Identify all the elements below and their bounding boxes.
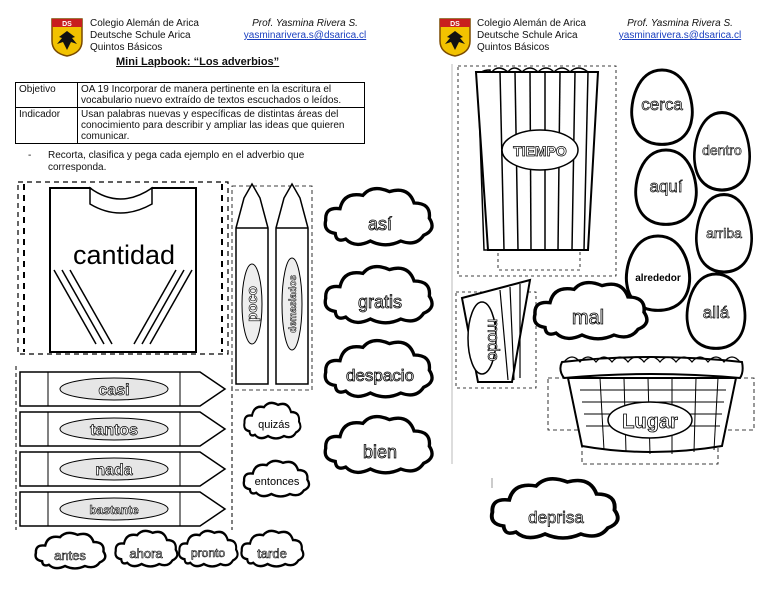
table-row: Indicador Usan palabras nuevas y específ… <box>15 107 365 144</box>
deprisa-cloud: deprisa <box>489 476 620 540</box>
logo-text: DS <box>62 21 72 28</box>
cloud-label-gratis: gratis <box>358 292 402 312</box>
instruction-text: Recorta, clasifica y pega cada ejemplo e… <box>48 150 305 173</box>
teacher-email-link[interactable]: yasminarivera.s@dsarica.cl <box>243 30 367 41</box>
school-line: Deutsche Schule Arica <box>477 30 578 41</box>
objective-table: Objetivo OA 19 Incorporar de manera pert… <box>15 82 365 144</box>
crayon-label-nada: nada <box>95 462 132 479</box>
table-cell-text: Usan palabras nuevas y específicas de di… <box>77 107 365 144</box>
crayon-label-bastante: bastante <box>89 503 139 517</box>
egg-label-aqui: aquí <box>649 177 682 196</box>
category-label-modo: modo <box>484 319 503 362</box>
bullet-dash: - <box>28 150 32 161</box>
school-logo: DS <box>439 18 471 57</box>
school-line: Quintos Básicos <box>90 42 163 53</box>
cloud-label-tarde: tarde <box>257 546 287 561</box>
tiempo-box: TIEMPO <box>457 65 617 277</box>
big-clouds: así gratis despacio bien <box>323 186 434 475</box>
school-line: Colegio Alemán de Arica <box>90 18 199 29</box>
cloud-label-bien: bien <box>363 442 397 462</box>
school-line: Deutsche Schule Arica <box>90 30 191 41</box>
egg-label-cerca: cerca <box>641 95 683 114</box>
mid-clouds: quizás entonces <box>242 401 311 498</box>
teacher-email-link[interactable]: yasminarivera.s@dsarica.cl <box>618 30 742 41</box>
cloud-label-ahora: ahora <box>129 546 163 561</box>
crayon-label-casi: casi <box>98 382 129 399</box>
egg-label-alla: allá <box>703 303 730 322</box>
lugar-basket: Lugar <box>547 356 755 465</box>
cloud-label-entonces: entonces <box>255 476 300 488</box>
instruction: - Recorta, clasifica y pega cada ejemplo… <box>28 150 322 174</box>
teacher-name: Prof. Yasmina Rivera S. <box>252 18 358 29</box>
school-name-block: Colegio Alemán de Arica Deutsche Schule … <box>477 18 586 54</box>
egg-label-alrededor: alrededor <box>635 273 681 284</box>
cloud-label-asi: así <box>368 214 392 234</box>
school-logo: DS <box>51 18 83 57</box>
crayon-label-tantos: tantos <box>90 422 138 439</box>
small-clouds: antes ahora pronto tarde <box>34 529 305 570</box>
crayon-label-poco: poco <box>244 286 261 322</box>
modo-cup: modo <box>455 278 537 389</box>
logo-text: DS <box>450 21 460 28</box>
horizontal-crayons: casi tantos nada bastante <box>15 366 233 530</box>
table-row: Objetivo OA 19 Incorporar de manera pert… <box>15 82 365 108</box>
cloud-label-deprisa: deprisa <box>528 508 584 527</box>
school-line: Colegio Alemán de Arica <box>477 18 586 29</box>
cloud-label-despacio: despacio <box>346 366 414 385</box>
table-cell-label: Indicador <box>15 107 78 144</box>
eggs: cerca dentro aquí arriba alrededor allá <box>624 68 754 350</box>
cloud-label-pronto: pronto <box>191 546 225 560</box>
cloud-label-quizas: quizás <box>258 419 290 431</box>
cloud-label-mal: mal <box>572 307 604 329</box>
crayon-label-demasiados: demasiados <box>288 275 299 333</box>
vertical-crayons: poco demasiados <box>231 182 313 391</box>
mal-cloud: mal <box>532 280 649 341</box>
cloud-label-antes: antes <box>54 548 86 563</box>
teacher-name: Prof. Yasmina Rivera S. <box>627 18 733 29</box>
category-label-tiempo: TIEMPO <box>513 143 567 159</box>
category-label-lugar: Lugar <box>622 411 678 433</box>
page-title: Mini Lapbook: “Los adverbios” <box>116 56 280 68</box>
cantidad-shirt: cantidad <box>17 181 229 355</box>
school-line: Quintos Básicos <box>477 42 550 53</box>
school-name-block: Colegio Alemán de Arica Deutsche Schule … <box>90 18 199 54</box>
egg-label-arriba: arriba <box>706 225 742 241</box>
category-label-cantidad: cantidad <box>73 240 175 270</box>
egg-label-dentro: dentro <box>702 142 742 158</box>
